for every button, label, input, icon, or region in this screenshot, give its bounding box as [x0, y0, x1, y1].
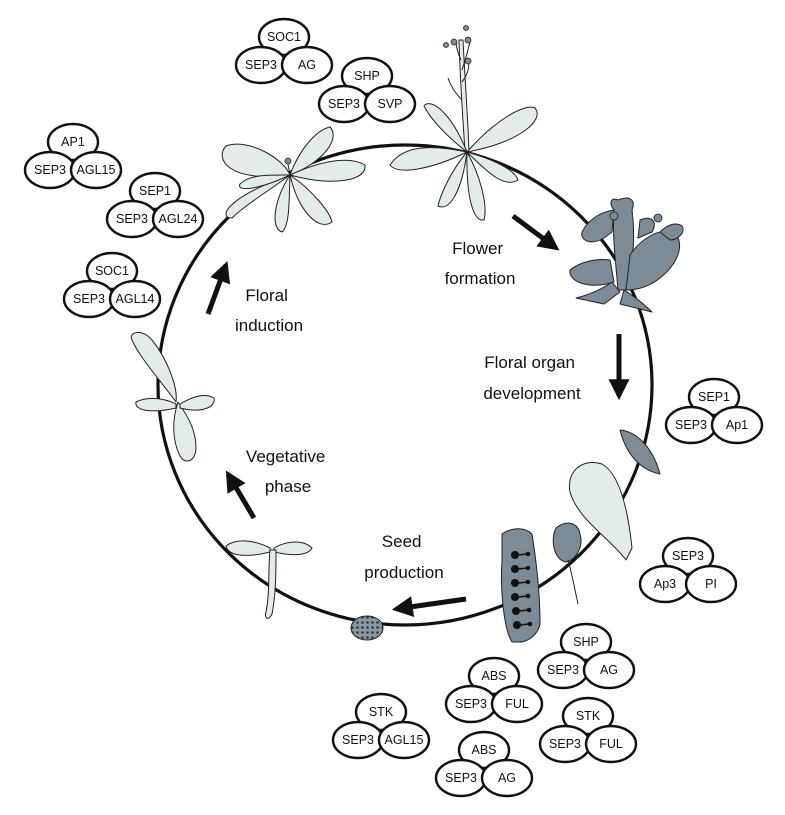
protein-label: SEP3	[342, 733, 374, 747]
complex-oval	[46, 122, 100, 162]
protein-label: SEP3	[445, 771, 477, 785]
complex-oval	[354, 692, 408, 732]
protein-complex: ABS SEP3 FUL	[444, 656, 544, 724]
protein-label: Ap1	[726, 418, 748, 432]
bolting-plant-icon	[389, 25, 538, 221]
petal-icon	[568, 462, 633, 561]
protein-label: AGL15	[385, 733, 424, 747]
protein-label: Ap3	[654, 577, 676, 591]
protein-label: SEP3	[328, 97, 360, 111]
complex-oval	[128, 171, 182, 211]
protein-label: AG	[498, 771, 516, 785]
complex-oval	[684, 564, 738, 604]
complex-oval	[340, 56, 394, 96]
plant-illustrations	[130, 25, 684, 643]
complex-oval	[363, 84, 417, 124]
complex-oval	[467, 656, 521, 696]
stage-vegetative-phase: Vegetative phase	[246, 447, 330, 496]
complex-oval	[108, 279, 162, 319]
complex-oval	[559, 622, 613, 662]
protein-label: FUL	[505, 697, 529, 711]
complex-oval	[480, 758, 534, 798]
protein-label: SOC1	[267, 30, 301, 44]
protein-label: AP1	[61, 135, 85, 149]
arrow-seed-production	[391, 596, 467, 618]
stamen-icon	[552, 522, 582, 605]
protein-label: SEP1	[139, 184, 171, 198]
complex-oval	[280, 45, 334, 85]
complex-oval	[457, 730, 511, 770]
arrow-floral-induction	[205, 261, 231, 315]
protein-complex: SHP SEP3 AG	[536, 622, 636, 690]
complex-oval	[661, 536, 715, 576]
protein-complex: ABS SEP3 AG	[434, 730, 534, 798]
protein-label: SEP3	[73, 292, 105, 306]
protein-label: FUL	[599, 737, 623, 751]
protein-label: STK	[576, 709, 601, 723]
rosette-plant-icon	[221, 126, 366, 233]
protein-label: SOC1	[95, 264, 129, 278]
sepal-icon	[619, 429, 661, 475]
complex-oval	[490, 684, 544, 724]
cycle-arrows	[205, 213, 630, 618]
stage-floral-induction: Floral induction	[235, 286, 303, 335]
protein-label: STK	[369, 705, 394, 719]
complex-oval	[561, 696, 615, 736]
protein-label: SHP	[573, 635, 599, 649]
complex-oval	[710, 405, 764, 445]
protein-label: AGL15	[77, 163, 116, 177]
protein-label: PI	[705, 577, 717, 591]
protein-label: SVP	[377, 97, 402, 111]
complex-oval	[69, 150, 123, 190]
protein-label: SHP	[354, 69, 380, 83]
life-cycle-circle	[156, 143, 654, 627]
arrow-flower-formation	[511, 213, 560, 251]
protein-label: SEP3	[549, 737, 581, 751]
complex-oval	[687, 377, 741, 417]
complex-oval	[85, 251, 139, 291]
seedling-icon	[225, 540, 313, 619]
protein-label: AG	[600, 663, 618, 677]
protein-label: SEP3	[245, 58, 277, 72]
protein-complex: STK SEP3 FUL	[538, 696, 638, 764]
stage-seed-production: Seed production	[364, 532, 443, 582]
complex-oval	[257, 17, 311, 57]
protein-label: SEP3	[547, 663, 579, 677]
protein-label: ABS	[471, 743, 496, 757]
young-plant-icon	[130, 332, 215, 462]
complex-oval	[377, 720, 431, 760]
protein-label: SEP3	[116, 212, 148, 226]
complex-oval	[584, 724, 638, 764]
silique-icon	[501, 528, 541, 643]
protein-label: AGL14	[116, 292, 155, 306]
protein-label: SEP3	[455, 697, 487, 711]
complex-oval	[151, 199, 205, 239]
complex-oval	[582, 650, 636, 690]
protein-label: AG	[298, 58, 316, 72]
protein-label: SEP3	[34, 163, 66, 177]
protein-label: SEP3	[672, 549, 704, 563]
arrow-vegetative-phase	[225, 470, 257, 520]
protein-label: SEP1	[698, 390, 730, 404]
stage-labels: Flower formation Floral organ developmen…	[235, 239, 581, 582]
protein-label: AGL24	[159, 212, 198, 226]
protein-complex: STK SEP3 AGL15	[331, 692, 431, 760]
seed-row-icon	[511, 551, 533, 630]
flowering-plant-icon	[569, 197, 684, 313]
stage-flower-formation: Flower formation	[445, 239, 516, 288]
protein-label: ABS	[481, 669, 506, 683]
stage-floral-organ-development: Floral organ development	[483, 353, 581, 403]
protein-label: SEP3	[675, 418, 707, 432]
protein-complex: SHP SEP3 SVP	[317, 56, 417, 124]
seed-icon	[350, 615, 384, 641]
